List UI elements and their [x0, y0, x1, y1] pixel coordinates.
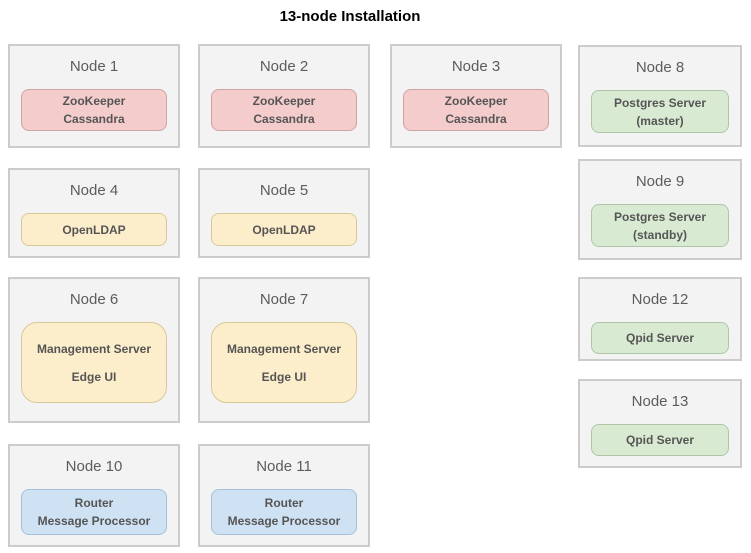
service-line: OpenLDAP [252, 222, 316, 237]
service-line: Edge UI [71, 369, 117, 384]
service-line: Edge UI [261, 369, 307, 384]
service-line: Message Processor [37, 514, 151, 528]
service-box-zookeeper-cassandra: ZooKeeper Cassandra [211, 89, 357, 131]
node-title: Node 4 [69, 182, 119, 199]
service-box-postgres-standby: Postgres Server (standby) [591, 204, 729, 247]
service-line: Postgres Server [613, 209, 707, 224]
service-line: ZooKeeper [252, 94, 316, 108]
service-line: (master) [636, 113, 684, 128]
node-title: Node 8 [635, 59, 685, 76]
node-card-4: Node 4 OpenLDAP [8, 168, 180, 258]
node-card-13: Node 13 Qpid Server [578, 379, 742, 468]
node-card-3: Node 3 ZooKeeper Cassandra [390, 44, 562, 148]
node-title: Node 7 [259, 291, 309, 308]
node-card-12: Node 12 Qpid Server [578, 277, 742, 361]
service-box-postgres-master: Postgres Server (master) [591, 90, 729, 133]
service-box-qpid-server: Qpid Server [591, 424, 729, 456]
service-box-management-server: Management Server Edge UI [211, 322, 357, 403]
node-title: Node 6 [69, 291, 119, 308]
service-box-openldap: OpenLDAP [211, 213, 357, 246]
service-line: Management Server [226, 341, 342, 356]
service-line: Qpid Server [625, 331, 695, 345]
node-card-10: Node 10 Router Message Processor [8, 444, 180, 547]
node-card-7: Node 7 Management Server Edge UI [198, 277, 370, 423]
node-title: Node 3 [451, 58, 501, 75]
node-card-9: Node 9 Postgres Server (standby) [578, 159, 742, 260]
service-box-management-server: Management Server Edge UI [21, 322, 167, 403]
node-card-5: Node 5 OpenLDAP [198, 168, 370, 258]
service-box-zookeeper-cassandra: ZooKeeper Cassandra [403, 89, 549, 131]
service-box-zookeeper-cassandra: ZooKeeper Cassandra [21, 89, 167, 131]
service-box-router-message-processor: Router Message Processor [21, 489, 167, 535]
service-line: ZooKeeper [444, 94, 508, 108]
service-line: (standby) [633, 227, 687, 242]
node-title: Node 9 [635, 173, 685, 190]
service-line: Management Server [36, 341, 152, 356]
service-line: Qpid Server [625, 433, 695, 447]
node-card-11: Node 11 Router Message Processor [198, 444, 370, 547]
node-title: Node 11 [256, 458, 312, 475]
service-line: Postgres Server [613, 95, 707, 110]
node-title: Node 5 [259, 182, 309, 199]
service-line: Router [74, 496, 114, 510]
node-card-8: Node 8 Postgres Server (master) [578, 45, 742, 147]
diagram-title: 13-node Installation [279, 8, 421, 25]
service-line: ZooKeeper [62, 94, 126, 108]
service-line: OpenLDAP [62, 222, 126, 237]
service-line: Router [264, 496, 304, 510]
service-line: Cassandra [445, 112, 507, 126]
service-line: Cassandra [253, 112, 315, 126]
node-title: Node 1 [69, 58, 119, 75]
service-box-qpid-server: Qpid Server [591, 322, 729, 354]
node-title: Node 12 [631, 291, 689, 308]
node-title: Node 2 [259, 58, 309, 75]
service-line: Message Processor [227, 514, 341, 528]
service-box-openldap: OpenLDAP [21, 213, 167, 246]
node-card-2: Node 2 ZooKeeper Cassandra [198, 44, 370, 148]
node-title: Node 13 [631, 393, 689, 410]
node-card-6: Node 6 Management Server Edge UI [8, 277, 180, 423]
node-title: Node 10 [65, 458, 123, 475]
service-box-router-message-processor: Router Message Processor [211, 489, 357, 535]
node-card-1: Node 1 ZooKeeper Cassandra [8, 44, 180, 148]
service-line: Cassandra [63, 112, 125, 126]
